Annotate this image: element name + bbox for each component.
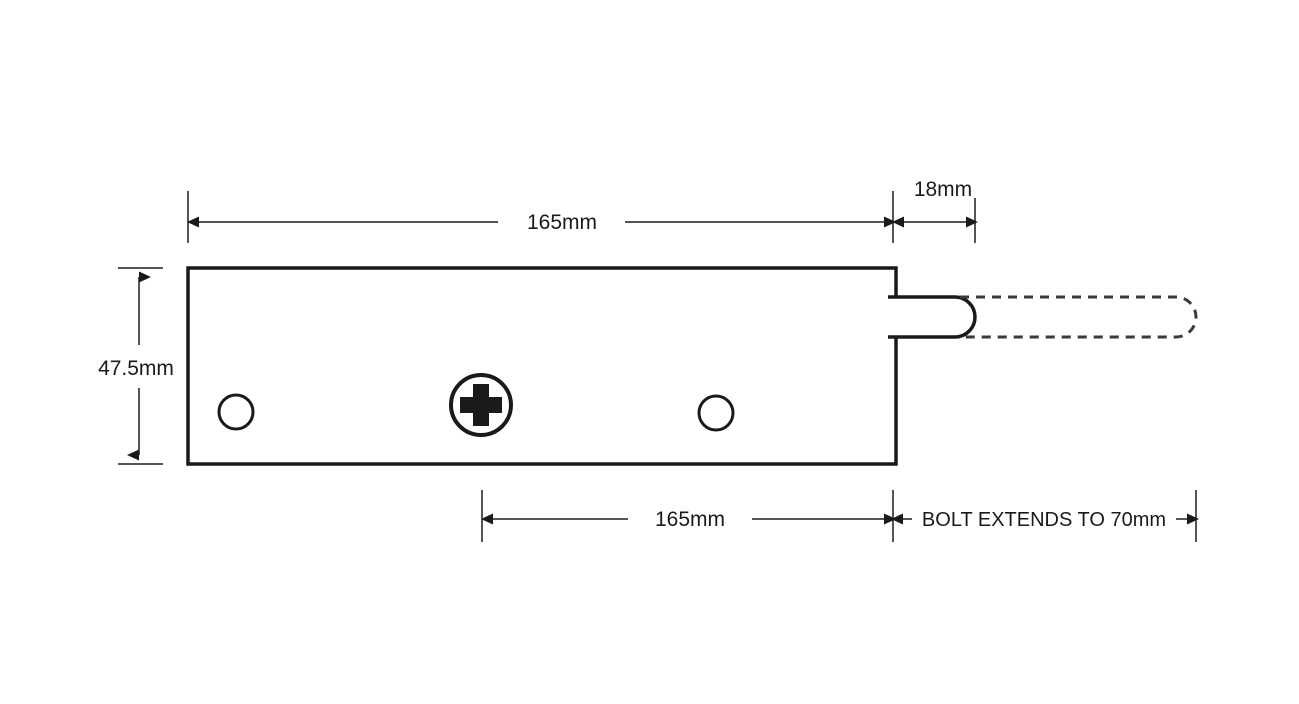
bolt-retracted: [888, 295, 977, 339]
lock-body: [186, 266, 898, 466]
dimension-label-top-length: 165mm: [527, 211, 597, 234]
dimension-label-bolt-extension-note: BOLT EXTENDS TO 70mm: [922, 509, 1166, 531]
bottom-dimension-165mm: 165mm: [481, 490, 896, 542]
mounting-hole-left: [217, 393, 255, 431]
phillips-screw: [449, 373, 513, 437]
phillips-cross-icon: [460, 384, 502, 426]
dimension-label-bolt-projection: 18mm: [914, 178, 972, 201]
dimension-label-bottom-length: 165mm: [655, 508, 725, 531]
mounting-hole-right: [697, 394, 735, 432]
top-dimension-18mm: 18mm: [892, 178, 978, 243]
top-dimension-165mm: 165mm: [187, 191, 896, 243]
bolt-extended-outline: [960, 295, 1198, 339]
left-dimension-47-5mm: 47.5mm: [98, 267, 174, 465]
dimension-label-height: 47.5mm: [98, 357, 174, 380]
bottom-dimension-bolt-extension: BOLT EXTENDS TO 70mm: [891, 490, 1199, 542]
